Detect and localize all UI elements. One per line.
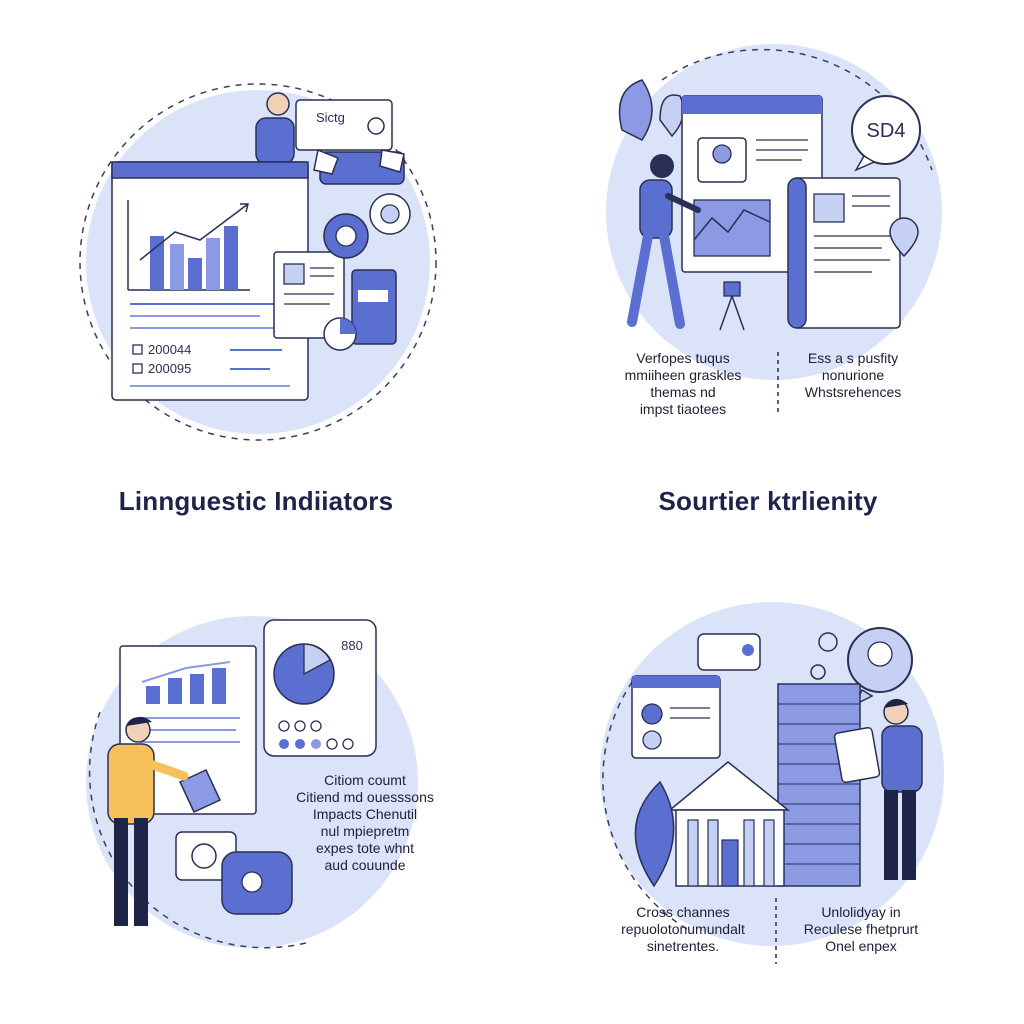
reputation-illustration <box>600 602 944 964</box>
report-document <box>111 161 309 401</box>
bag-icon <box>221 851 293 915</box>
caption-left: Verfopes tuqus mmiiheen graskles themas … <box>624 350 742 417</box>
panel-linguistic-indicators: Sictg 200044 200095 Linnguestic Indiiato… <box>0 0 512 516</box>
image-document <box>273 251 345 339</box>
panel-reputation: Cross channes repuolotonumundalt sinetre… <box>512 512 1024 1024</box>
stat-number: 880 <box>341 638 363 653</box>
person-presenting <box>107 716 189 926</box>
gavel-icon <box>175 769 237 881</box>
linguistic-illustration: Sictg 200044 200095 <box>79 83 437 441</box>
article-page <box>681 95 823 273</box>
source-illustration: SD4 <box>606 44 942 416</box>
caption-right: Unlolidyay in Reculese fhetprurt Onel en… <box>803 904 919 954</box>
callout-box <box>295 99 405 185</box>
panel-heading: Linnguestic Indiiators <box>118 486 394 516</box>
gear-icon <box>810 632 838 680</box>
list-item-1: 200044 <box>148 342 191 357</box>
institution-building <box>667 761 791 887</box>
caption-left: Cross channes repuolotonumundalt sinetre… <box>621 904 745 954</box>
badge-text: SD4 <box>867 120 906 142</box>
pie-chart-widgets <box>323 193 411 351</box>
list-item-2: 200095 <box>148 361 191 376</box>
plant-leaves <box>634 780 675 888</box>
panel-citation: 880 Citiom coumt Citiend md ouesssons Im… <box>0 512 512 1024</box>
panel-heading: Sourtier ktrlienity <box>658 486 878 516</box>
person-walking <box>627 154 701 329</box>
person-figure <box>255 92 295 165</box>
scroll-document <box>787 177 901 329</box>
browser-window <box>631 675 721 759</box>
speech-bubble-icon <box>697 633 761 671</box>
citation-caption: Citiom coumt Citiend md ouesssons Impact… <box>296 772 434 873</box>
callout-label: Sictg <box>316 110 345 125</box>
person-with-tablet <box>833 698 923 880</box>
badge-icon <box>851 95 921 172</box>
plant-leaves <box>618 79 685 141</box>
tripod-icon <box>719 281 745 331</box>
brick-wall <box>777 683 861 887</box>
panel-source-identity: SD4 Verfopes tuqus mmiiheen graskles the… <box>512 0 1024 516</box>
citation-illustration: 880 <box>86 616 418 949</box>
dashboard-card <box>263 619 377 757</box>
caption-right: Ess a s pusfity nonurione Whstsrehences <box>804 350 902 400</box>
location-pin-icon <box>889 217 919 258</box>
